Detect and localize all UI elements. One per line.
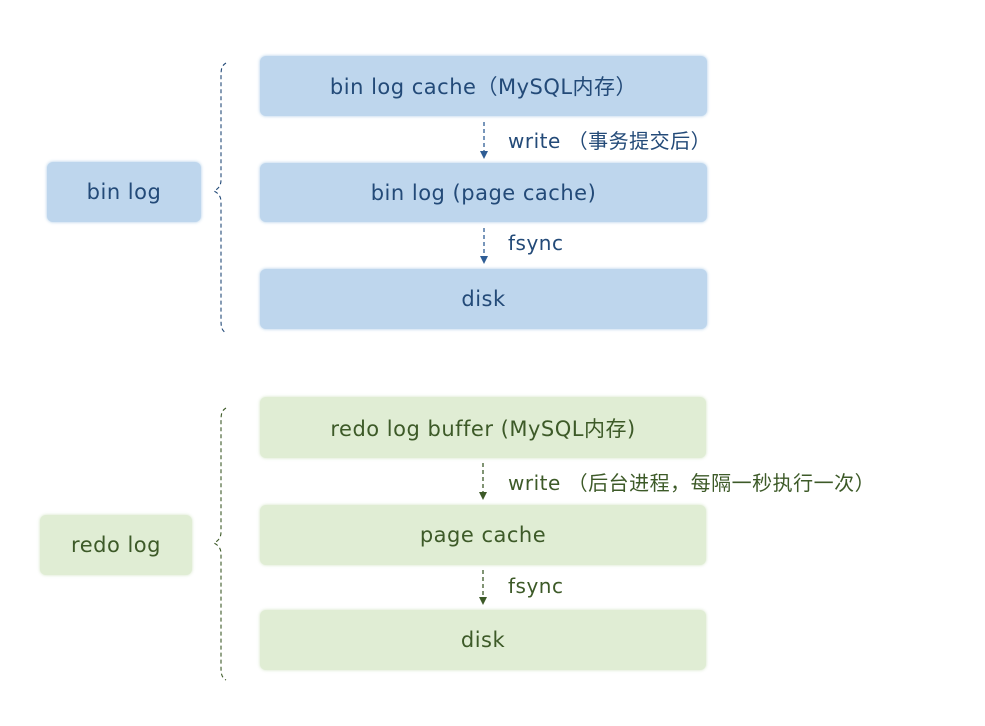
redolog-page-cache-box: page cache <box>260 505 706 565</box>
redolog-fsync-label: fsync <box>508 574 563 598</box>
binlog-cache-text: bin log cache（MySQL内存） <box>329 75 638 99</box>
binlog-cache-box: bin log cache（MySQL内存） <box>260 56 707 116</box>
binlog-page-cache-box: bin log (page cache) <box>260 163 707 222</box>
binlog-fsync-text: fsync <box>508 231 564 255</box>
redolog-page-cache-text: page cache <box>419 523 547 547</box>
binlog-fsync-label: fsync <box>508 231 563 255</box>
redolog-write-label: write （后台进程，每隔一秒执行一次） <box>508 467 875 496</box>
binlog-fsync-arrow <box>480 228 488 264</box>
binlog-disk-text: disk <box>461 287 506 311</box>
redolog-side-label-text: redo log <box>71 533 161 557</box>
binlog-write-arrow <box>480 122 488 159</box>
redolog-buffer-text: redo log buffer (MySQL内存) <box>330 416 636 441</box>
binlog-write-text: write （事务提交后） <box>508 129 712 153</box>
redolog-fsync-arrow <box>479 570 487 605</box>
redolog-write-text: write （后台进程，每隔一秒执行一次） <box>508 471 876 495</box>
redolog-buffer-box: redo log buffer (MySQL内存) <box>260 397 706 458</box>
redolog-fsync-text: fsync <box>508 574 564 598</box>
binlog-page-cache-text: bin log (page cache) <box>370 180 597 205</box>
redolog-disk-box: disk <box>260 610 706 670</box>
binlog-write-label: write （事务提交后） <box>508 125 711 154</box>
binlog-brace <box>212 62 227 334</box>
redolog-side-label: redo log <box>40 515 192 575</box>
redolog-brace <box>212 407 227 681</box>
redolog-disk-text: disk <box>460 628 506 652</box>
redolog-write-arrow <box>479 463 487 500</box>
binlog-side-label: bin log <box>47 162 201 222</box>
binlog-side-label-text: bin log <box>86 180 162 204</box>
binlog-disk-box: disk <box>260 269 707 329</box>
